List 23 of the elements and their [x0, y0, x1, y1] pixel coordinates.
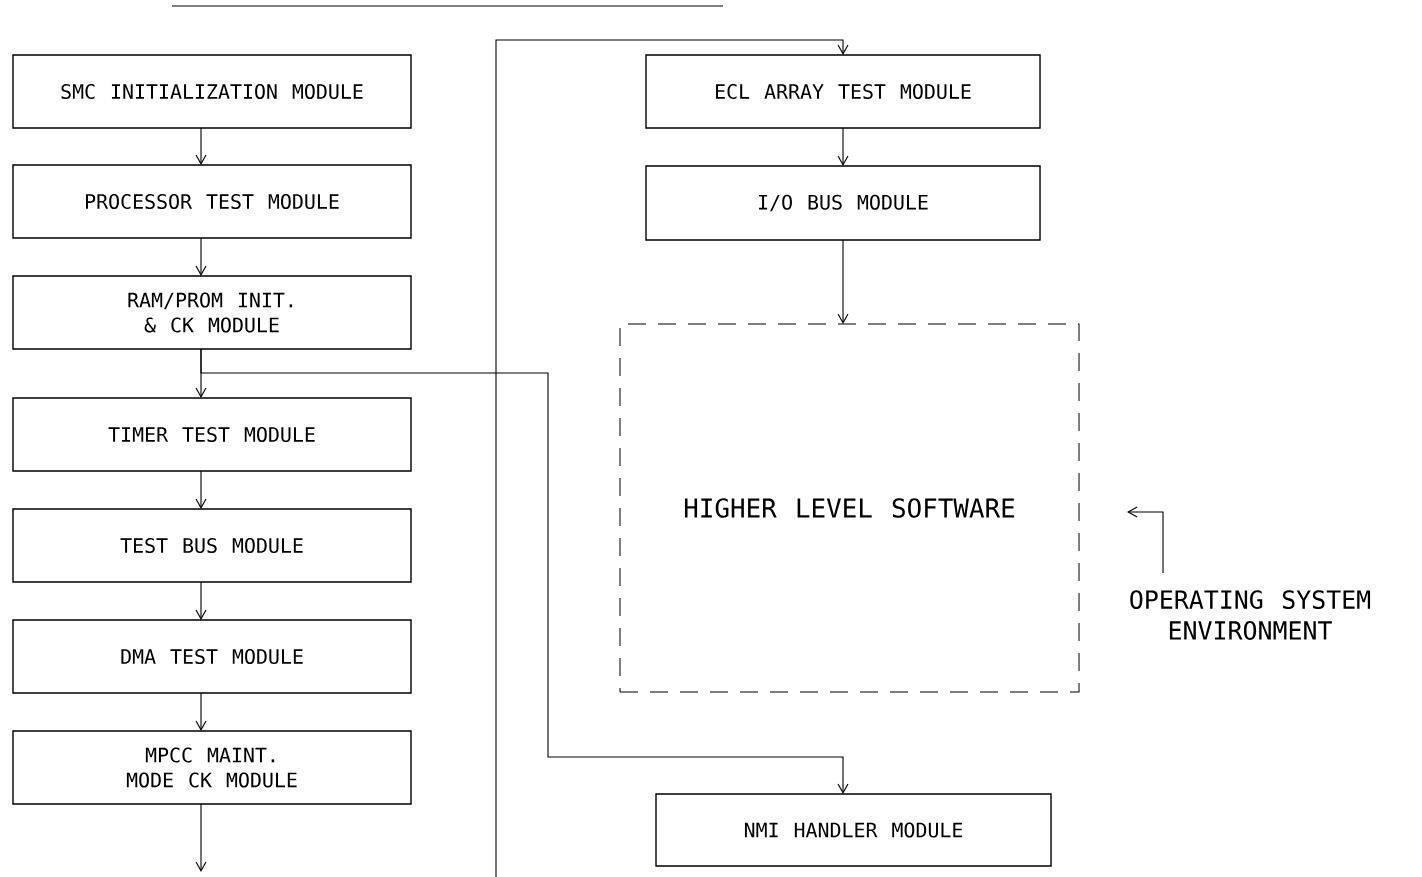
arrow	[200, 348, 849, 794]
arrow	[195, 692, 207, 731]
arrow	[195, 803, 207, 872]
arrow	[195, 237, 207, 276]
process-box: I/O BUS MODULE	[645, 165, 1041, 241]
dashed-region-box: HIGHER LEVEL SOFTWARE	[619, 323, 1080, 693]
process-box: ECL ARRAY TEST MODULE	[645, 54, 1041, 129]
arrow	[195, 470, 207, 509]
process-box: MPCC MAINT. MODE CK MODULE	[12, 730, 412, 805]
arrow	[495, 39, 849, 877]
arrow	[837, 127, 849, 166]
process-box: TEST BUS MODULE	[12, 508, 412, 583]
process-box: PROCESSOR TEST MODULE	[12, 164, 412, 239]
process-box: TIMER TEST MODULE	[12, 397, 412, 472]
arrow	[1127, 506, 1164, 574]
process-box: DMA TEST MODULE	[12, 619, 412, 694]
process-box: SMC INITIALIZATION MODULE	[12, 54, 412, 129]
process-box: NMI HANDLER MODULE	[655, 793, 1052, 867]
arrow	[195, 127, 207, 165]
arrow	[837, 239, 849, 324]
arrow	[195, 581, 207, 620]
process-box: RAM/PROM INIT. & CK MODULE	[12, 275, 412, 350]
annotation-text: OPERATING SYSTEM ENVIRONMENT	[1130, 590, 1371, 640]
